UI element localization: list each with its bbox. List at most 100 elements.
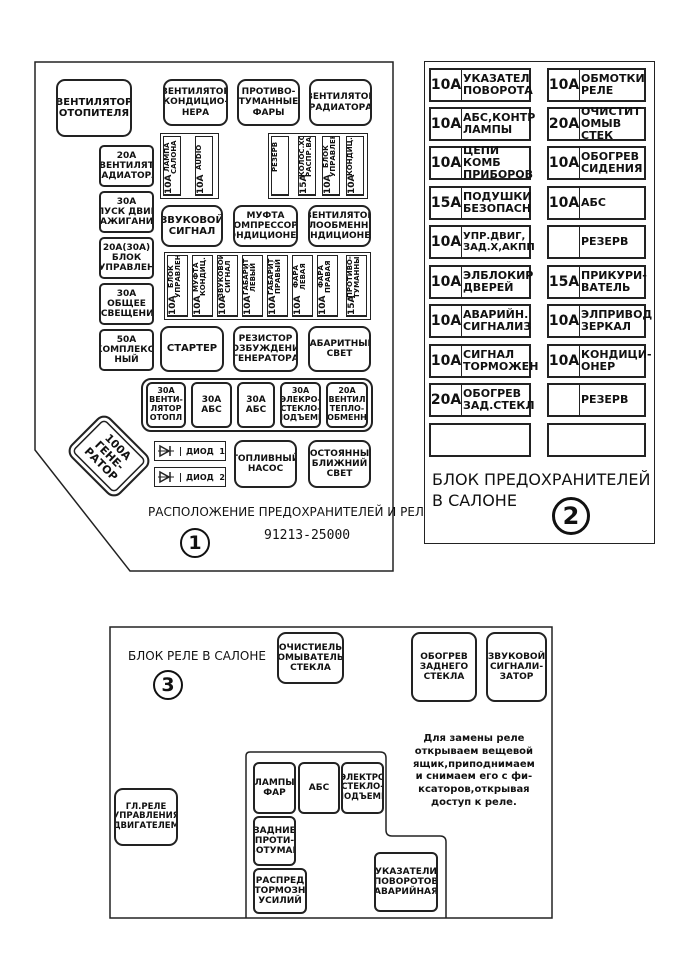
fuse2-airbags: 15А ПОДУШКИ БЕЗОПАСН (429, 186, 532, 220)
relay-rear-fog: ЗАДНИЕ ПРОТИ- ВОТУМАН (253, 816, 296, 866)
fuse-amp: 10А (549, 148, 580, 178)
relay-horn-interior: ЗВУКОВОЙ СИГНАЛИ- ЗАТОР (486, 632, 547, 702)
fuse-label: РЕЗЕРВ (581, 234, 629, 248)
fuse-amp: 20А (431, 385, 462, 415)
fuse2-instrument: 10А ЦЕПИ КОМБ ПРИБОРОВ (429, 143, 534, 182)
relay-fuel-pump: ТОПЛИВНЫЙ НАСОС (234, 440, 297, 488)
fuse-amp (549, 227, 580, 257)
fuse2-empty-left (429, 423, 531, 457)
relay-alternator-resistor: РЕЗИСТОР ВОЗБУЖДЕНИЯ ГЕНЕРАТОРА (233, 326, 298, 372)
fuse-evaporator-20a: 20А ВЕНТИЛ ТЕПЛО- ОБМЕНН (326, 382, 368, 428)
fuse-label: РЕЗЕРВ (581, 392, 629, 406)
fuse-ecu-20a: 20А(30А) БЛОК УПРАВЛЕН (99, 237, 154, 279)
fuse-label: ОБОГРЕВ ЗАД.СТЕКЛ (463, 386, 535, 412)
fuse-lighting-30a: 30А ОБЩЕЕ ОСВЕЩЕНИЕ (99, 283, 154, 325)
relay-fog-lights: ПРОТИВО- ТУМАННЫЕ ФАРЫ (237, 79, 300, 126)
fuse-label: ЭЛБЛОКИР ДВЕРЕЙ (463, 268, 534, 294)
fuse-label: КОНДИЦИ- ОНЕР (581, 347, 652, 373)
panel2-title: БЛОК ПРЕДОХРАНИТЕЛЕЙ В САЛОНЕ (432, 470, 651, 510)
diode-icon (158, 470, 174, 484)
mini-fuse-audio: AUDIO 10А (195, 136, 213, 196)
fuse-amp: 10А (431, 227, 462, 257)
fuse-abs-30a-1: 30А АБС (191, 382, 232, 428)
fuse-amp: 10А (549, 346, 580, 376)
mini-fuse-parking-left: ГАБАРИТ ЛЕВЫЙ 10А (242, 255, 263, 317)
fuse-label: ПОДУШКИ БЕЗОПАСН (463, 189, 532, 215)
fuse2-reserve-2: РЕЗЕРВ (547, 383, 646, 417)
diode-label: ДИОД 1 (180, 446, 225, 456)
diode-label: ДИОД 2 (180, 472, 225, 482)
fuse-label: СИГНАЛ ТОРМОЖЕН (463, 347, 539, 373)
fuse-heater-fan-30a: 30А ВЕНТИ- ЛЯТОР ОТОПЛ (146, 382, 186, 428)
panel1-title: РАСПОЛОЖЕНИЕ ПРЕДОХРАНИТЕЛЕЙ И РЕЛЕ (148, 505, 432, 519)
relay-rear-defrost: ОБОГРЕВ ЗАДНЕГО СТЕКЛА (411, 632, 477, 702)
fuse-amp: 10А (431, 148, 462, 178)
panel3-number: 3 (153, 670, 183, 700)
bottom-fuse-frame (141, 378, 373, 432)
fuse-label: ОБОГРЕВ СИДЕНИЯ (581, 149, 643, 175)
mini-fuse-reserve: РЕЗЕРВ (271, 136, 289, 196)
fuse2-abs-lamps: 10А АБС,КОНТР ЛАМПЫ (429, 107, 536, 141)
panel3-note: Для замены реле открываем вещевой ящик,п… (413, 733, 535, 808)
relay-power-windows: ЭЛЕКТРО СТЕКЛО- ПОДЪЕМН (341, 762, 384, 814)
fuse-label: ПРИКУРИ- ВАТЕЛЬ (581, 268, 647, 294)
fuse2-mirrors: 10А ЭЛПРИВОД ЗЕРКАЛ (547, 304, 653, 338)
relay-low-beam: ПОСТОЯННЫЙ БЛИЖНИЙ СВЕТ (308, 440, 371, 488)
relay-parking-lights: ГАБАРИТНЫЙ СВЕТ (308, 326, 371, 372)
fuse-label: ЭЛПРИВОД ЗЕРКАЛ (581, 307, 653, 333)
mini-fuse-ac-clutch: МУФТА КОНДИЦ. 10А (192, 255, 213, 317)
fuse2-hazard: 10А АВАРИЙН. СИГНАЛИЗ (429, 304, 531, 338)
fuse-label: ЦЕПИ КОМБ ПРИБОРОВ (463, 143, 534, 182)
fuse2-seat-heater: 10А ОБОГРЕВ СИДЕНИЯ (547, 146, 646, 180)
relay-turn-hazard: УКАЗАТЕЛИ ПОВОРОТОВ АВАРИЙНАЯ (374, 852, 438, 912)
fuse2-empty-right (547, 423, 646, 457)
fuse2-lighter: 15А ПРИКУРИ- ВАТЕЛЬ (547, 265, 647, 299)
relay-horn: ЗВУКОВОЙ СИГНАЛ (161, 205, 223, 247)
relay-brake-distribution: РАСПРЕД ТОРМОЗН УСИЛИЙ (253, 868, 307, 914)
fuse-label: УКАЗАТЕЛ ПОВОРОТА (463, 71, 533, 97)
mini-fuse-ecu: БЛОК УПРАВЛЕН 10А (322, 136, 340, 196)
fuse-label: АБС,КОНТР ЛАМПЫ (463, 110, 536, 136)
fuse-amp: 10А (431, 306, 462, 336)
mini-fuse-parking-right: ГАБАРИТ ПРАВЫЙ 10А (267, 255, 288, 317)
fuse-amp: 15А (549, 267, 580, 297)
relay-abs: АБС (298, 762, 340, 814)
fuse-amp: 20А (549, 109, 580, 139)
panel3-title: БЛОК РЕЛЕ В САЛОНЕ (128, 649, 266, 663)
fuse2-brake-lights: 10А СИГНАЛ ТОРМОЖЕН (429, 344, 539, 378)
panel1-number: 1 (180, 528, 210, 558)
fuse2-engine-control: 10А УПР.ДВИГ, ЗАД.Х,АКПП (429, 225, 535, 259)
fuse2-abs: 10А АБС (547, 186, 646, 220)
fuse-amp: 10А (431, 267, 462, 297)
fuse-amp: 15А (431, 188, 462, 218)
mini-fuse-group-top-right (268, 133, 368, 199)
mini-fuse-fog: ПРОТИВО- ТУМАННЫЕ 15А (346, 255, 367, 317)
fuse2-relay-coils: 10А ОБМОТКИ РЕЛЕ (547, 68, 646, 102)
fuse-amp (549, 385, 580, 415)
relay-heater-fan: ВЕНТИЛЯТОР ОТОПИТЕЛЯ (56, 79, 132, 137)
mini-fuse-horn: ЗВУКОВОЙ СИГНАЛ 10А (217, 255, 238, 317)
fuse2-washer: 20А ОЧИСТИТ ОМЫВ СТЕК (547, 105, 646, 142)
mini-fuse-ac: КОНДИЦ. 10А (346, 136, 364, 196)
relay-evaporator-fan: ВЕНТИЛЯТОР ТЕПЛООБМЕННИКА КОНДИЦИОНЕРА (308, 205, 371, 247)
mini-fuse-headlamp-left: ФАРА ЛЕВАЯ 10А (292, 255, 313, 317)
diode-icon (158, 444, 174, 458)
fuse2-rear-defrost: 20А ОБОГРЕВ ЗАД.СТЕКЛ (429, 383, 535, 417)
relay-headlamps: ЛАМПЫ ФАР (253, 762, 296, 814)
diode-2: ДИОД 2 (154, 467, 226, 487)
fuse-amp: 10А (549, 306, 580, 336)
relay-washer: ОЧИСТИЕЛЬ ОМЫВАТЕЛЬ СТЕКЛА (277, 632, 344, 684)
relay-radiator-fan: ВЕНТИЛЯТОР РАДИАТОРА (309, 79, 372, 126)
mini-fuse-lamp: ЛАМПА САЛОНА 10А (163, 136, 181, 196)
fuse-amp: 10А (549, 70, 580, 100)
diode-1: ДИОД 1 (154, 441, 226, 461)
relay-engine-main: ГЛ.РЕЛЕ УПРАВЛЕНИЯ ДВИГАТЕЛЕМ (114, 788, 178, 846)
fuse-ignition-30a: 30А ПУСК ДВИГ ЗАЖИГАНИЕ (99, 191, 154, 233)
fuse-amp: 10А (549, 188, 580, 218)
fuse-abs-30a-2: 30А АБС (237, 382, 275, 428)
mini-fuse-group-top-left (160, 133, 219, 199)
fuse2-reserve-1: РЕЗЕРВ (547, 225, 646, 259)
relay-ac-fan: ВЕНТИЛЯТОР КОНДИЦИО- НЕРА (163, 79, 228, 126)
fuse-amp: 10А (431, 346, 462, 376)
